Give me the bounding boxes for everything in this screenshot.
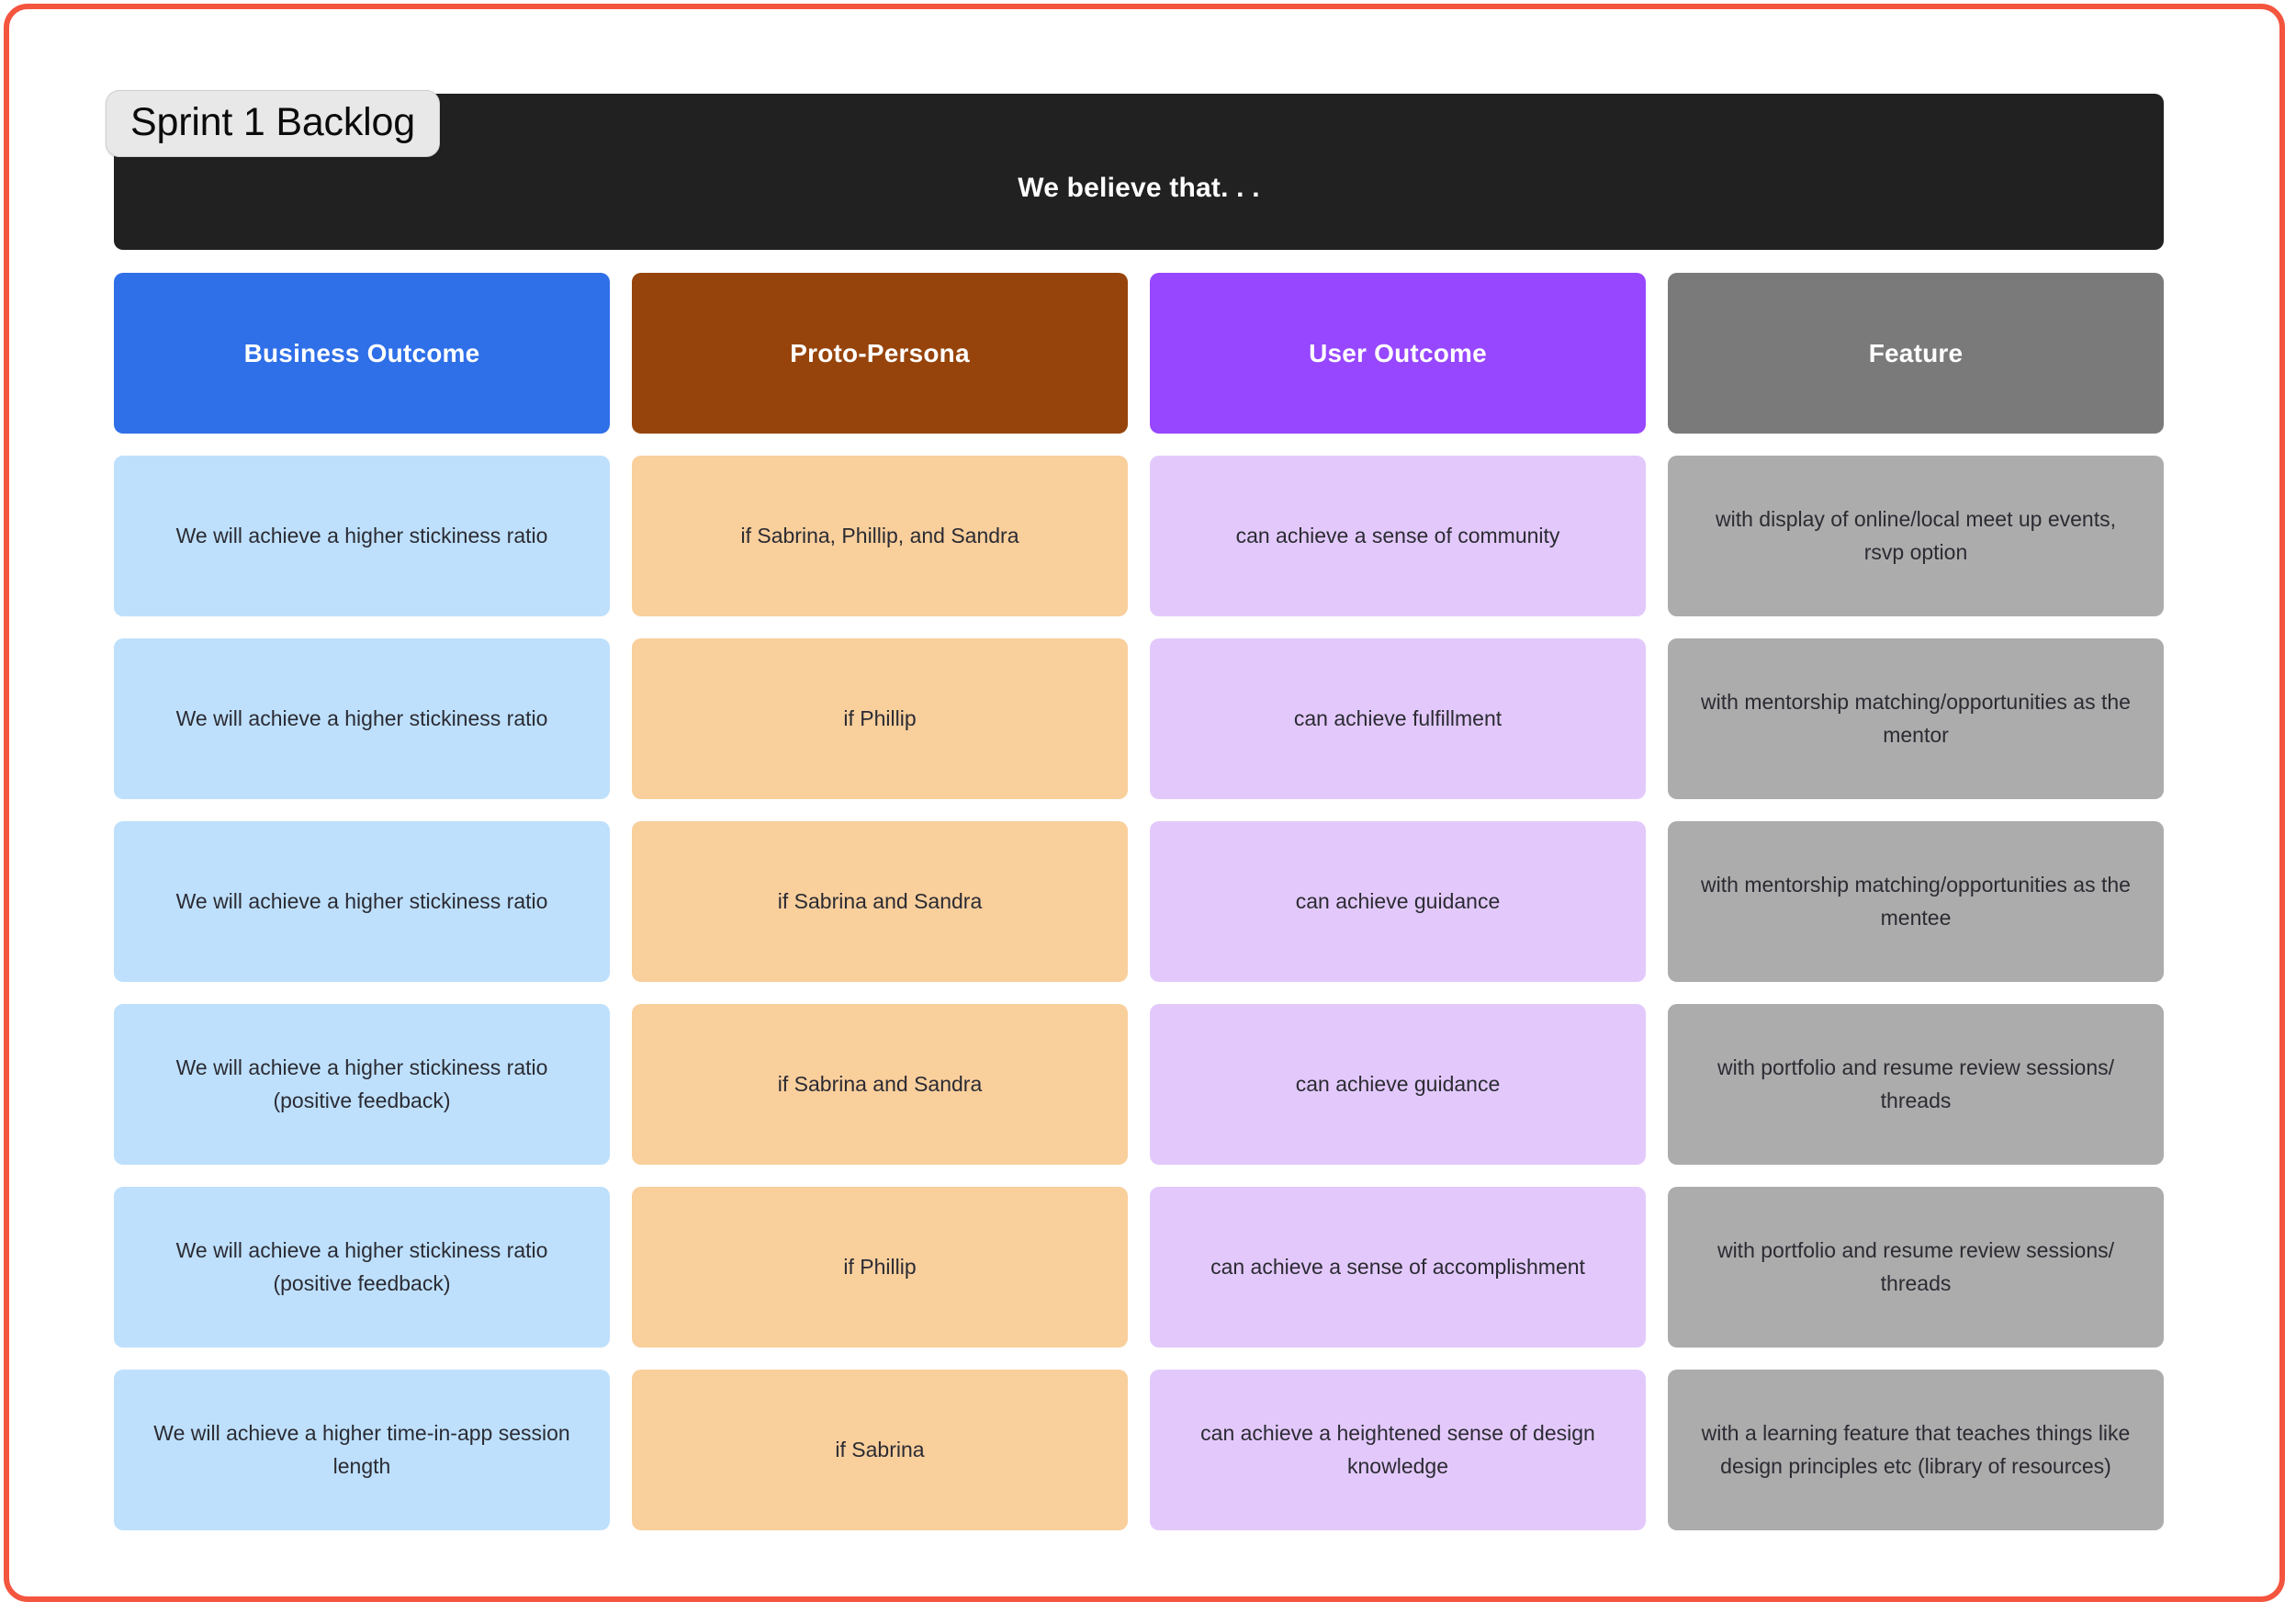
card-proto-persona[interactable]: if Sabrina and Sandra: [632, 1004, 1128, 1165]
card-business-outcome[interactable]: We will achieve a higher stickiness rati…: [114, 1004, 610, 1165]
card-user-outcome[interactable]: can achieve guidance: [1150, 821, 1646, 982]
card-feature[interactable]: with mentorship matching/opportunities a…: [1668, 821, 2164, 982]
card-user-outcome[interactable]: can achieve a sense of community: [1150, 456, 1646, 616]
board-title-badge[interactable]: Sprint 1 Backlog: [106, 90, 440, 157]
column-header-label: Feature: [1868, 338, 1964, 367]
card-business-outcome[interactable]: We will achieve a higher stickiness rati…: [114, 638, 610, 799]
card-feature[interactable]: with display of online/local meet up eve…: [1668, 456, 2164, 616]
card-user-outcome[interactable]: can achieve a sense of accomplishment: [1150, 1187, 1646, 1348]
hypothesis-board: Sprint 1 Backlog We believe that. . . Bu…: [106, 90, 2164, 1530]
card-business-outcome[interactable]: We will achieve a higher stickiness rati…: [114, 821, 610, 982]
column-header-business-outcome[interactable]: Business Outcome: [114, 273, 610, 434]
column-header-user-outcome[interactable]: User Outcome: [1150, 273, 1646, 434]
card-feature[interactable]: with portfolio and resume review session…: [1668, 1004, 2164, 1165]
column-header-label: Proto-Persona: [790, 338, 970, 367]
card-feature[interactable]: with a learning feature that teaches thi…: [1668, 1370, 2164, 1530]
board-banner: We believe that. . .: [114, 94, 2164, 250]
column-header-proto-persona[interactable]: Proto-Persona: [632, 273, 1128, 434]
card-proto-persona[interactable]: if Phillip: [632, 1187, 1128, 1348]
card-proto-persona[interactable]: if Phillip: [632, 638, 1128, 799]
card-feature[interactable]: with mentorship matching/opportunities a…: [1668, 638, 2164, 799]
card-user-outcome[interactable]: can achieve a heightened sense of design…: [1150, 1370, 1646, 1530]
column-header-label: User Outcome: [1309, 338, 1487, 367]
card-proto-persona[interactable]: if Sabrina and Sandra: [632, 821, 1128, 982]
card-proto-persona[interactable]: if Sabrina: [632, 1370, 1128, 1530]
card-proto-persona[interactable]: if Sabrina, Phillip, and Sandra: [632, 456, 1128, 616]
card-feature[interactable]: with portfolio and resume review session…: [1668, 1187, 2164, 1348]
hypothesis-grid: Business Outcome Proto-Persona User Outc…: [114, 273, 2164, 1530]
column-header-feature[interactable]: Feature: [1668, 273, 2164, 434]
card-business-outcome[interactable]: We will achieve a higher stickiness rati…: [114, 1187, 610, 1348]
card-business-outcome[interactable]: We will achieve a higher stickiness rati…: [114, 456, 610, 616]
page-frame: Sprint 1 Backlog We believe that. . . Bu…: [4, 4, 2285, 1602]
card-user-outcome[interactable]: can achieve fulfillment: [1150, 638, 1646, 799]
column-header-label: Business Outcome: [243, 338, 480, 367]
card-user-outcome[interactable]: can achieve guidance: [1150, 1004, 1646, 1165]
card-business-outcome[interactable]: We will achieve a higher time-in-app ses…: [114, 1370, 610, 1530]
banner-title: We believe that. . .: [1018, 173, 1260, 203]
